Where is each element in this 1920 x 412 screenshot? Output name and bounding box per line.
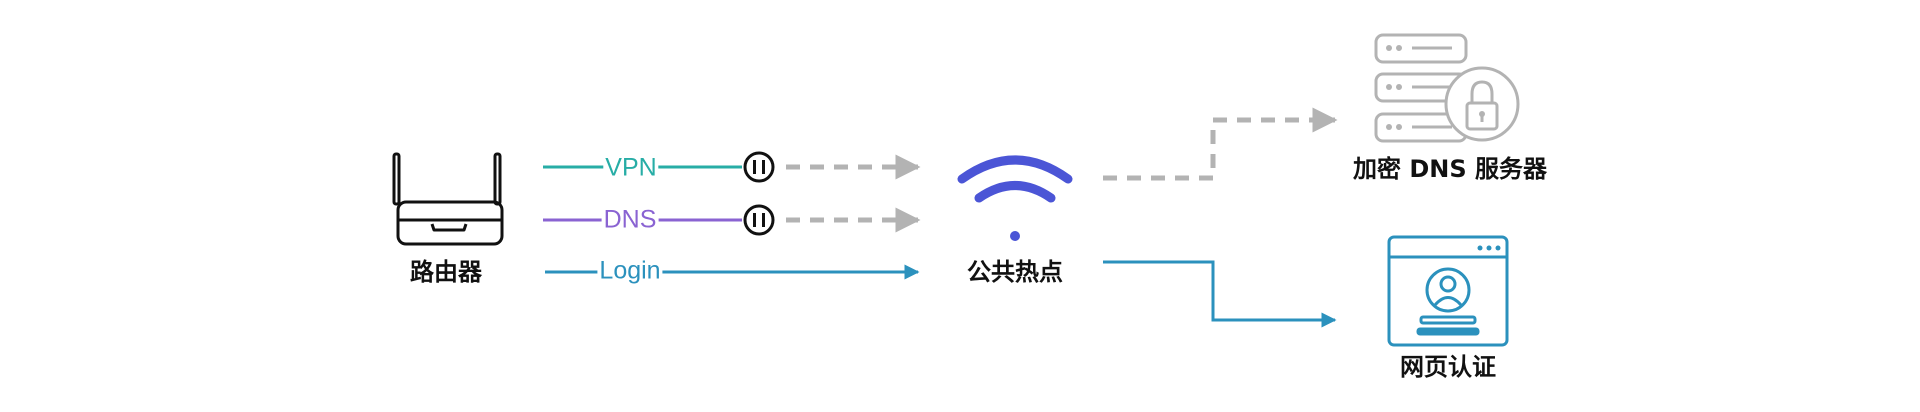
router-label: 路由器 [410,258,482,286]
login-label: Login [597,256,663,285]
dns-label: DNS [601,205,659,234]
dns-server-path [1103,107,1338,181]
vpn-connection [543,151,921,183]
portal-path [1103,260,1337,328]
server-lock-icon [1374,33,1520,143]
pause-circle-icon [743,204,775,236]
web-login-icon [1387,235,1509,347]
dns-connection [543,204,921,236]
hotspot-label: 公共热点 [967,258,1063,286]
pause-circle-icon [743,151,775,183]
wifi-icon [957,155,1073,241]
router-icon [392,152,504,246]
vpn-label: VPN [603,153,659,182]
dns-server-label: 加密 DNS 服务器 [1352,155,1548,183]
portal-label: 网页认证 [1400,353,1496,381]
